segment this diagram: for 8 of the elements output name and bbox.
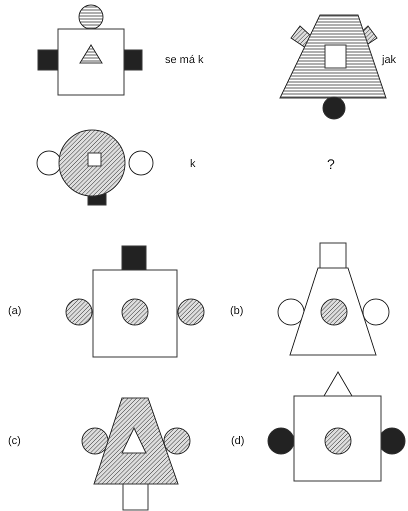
option-label: (a)	[8, 305, 22, 318]
analogy-text: k	[190, 158, 196, 171]
option-label: (c)	[8, 435, 21, 448]
question-mark: ?	[327, 156, 335, 172]
option-label: (b)	[230, 305, 244, 318]
analogy-text: jak	[382, 54, 396, 67]
option-label: (d)	[231, 435, 244, 448]
analogy-text: se má k	[165, 54, 204, 67]
